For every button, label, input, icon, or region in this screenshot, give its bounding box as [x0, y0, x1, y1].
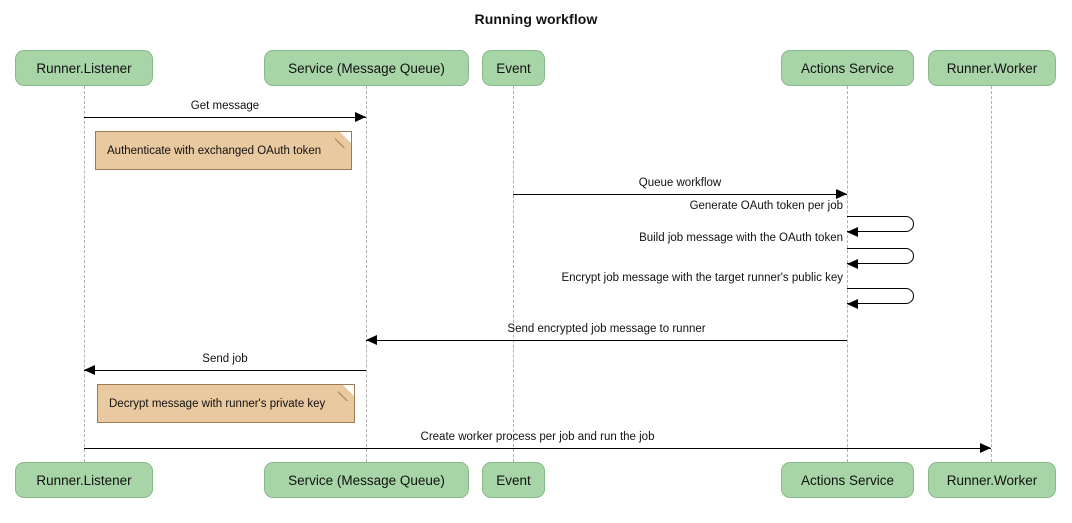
participant-label: Runner.Worker	[946, 60, 1038, 76]
self-message-loop-build-job-message	[847, 248, 914, 264]
arrowhead-send-job	[84, 365, 95, 375]
message-line-send-job	[84, 370, 366, 371]
message-label-get-message: Get message	[190, 100, 260, 112]
message-label-send-encrypted-job-message: Send encrypted job message to runner	[507, 323, 706, 335]
participant-label: Service (Message Queue)	[288, 472, 445, 488]
message-line-get-message	[84, 117, 366, 118]
note-authenticate-note: Authenticate with exchanged OAuth token	[95, 131, 352, 170]
arrowhead-queue-workflow	[836, 189, 847, 199]
self-message-label-generate-oauth-token: Generate OAuth token per job	[689, 200, 843, 212]
self-message-loop-encrypt-job-message	[847, 288, 914, 304]
arrowhead-generate-oauth-token	[847, 227, 858, 237]
page-title: Running workflow	[474, 11, 598, 27]
participant-label: Runner.Listener	[36, 60, 132, 76]
participant-runner-listener-bottom[interactable]: Runner.Listener	[15, 462, 153, 498]
lifeline-service-mq	[366, 86, 367, 462]
participant-label: Actions Service	[800, 60, 895, 76]
message-line-create-worker-process	[84, 448, 991, 449]
participant-label: Service (Message Queue)	[288, 60, 445, 76]
arrowhead-encrypt-job-message	[847, 299, 858, 309]
note-fold-icon	[340, 132, 351, 143]
lifeline-runner-listener	[84, 86, 85, 462]
note-text: Decrypt message with runner's private ke…	[109, 397, 326, 410]
arrowhead-get-message	[355, 112, 366, 122]
arrowhead-send-encrypted-job-message	[366, 335, 377, 345]
participant-runner-worker-top[interactable]: Runner.Worker	[928, 50, 1056, 86]
participant-runner-worker-bottom[interactable]: Runner.Worker	[928, 462, 1056, 498]
participant-label: Runner.Listener	[36, 472, 132, 488]
arrowhead-build-job-message	[847, 259, 858, 269]
message-line-send-encrypted-job-message	[366, 340, 847, 341]
participant-actions-service-top[interactable]: Actions Service	[781, 50, 914, 86]
participant-event-top[interactable]: Event	[482, 50, 545, 86]
lifeline-runner-worker	[991, 86, 992, 462]
participant-label: Event	[496, 472, 531, 488]
note-fold-icon	[343, 385, 354, 396]
participant-service-mq-bottom[interactable]: Service (Message Queue)	[264, 462, 469, 498]
note-decrypt-note: Decrypt message with runner's private ke…	[97, 384, 355, 423]
participant-service-mq-top[interactable]: Service (Message Queue)	[264, 50, 469, 86]
self-message-loop-generate-oauth-token	[847, 216, 914, 232]
note-text: Authenticate with exchanged OAuth token	[107, 144, 322, 157]
participant-event-bottom[interactable]: Event	[482, 462, 545, 498]
message-label-queue-workflow: Queue workflow	[638, 177, 722, 189]
message-label-create-worker-process: Create worker process per job and run th…	[420, 431, 655, 443]
participant-label: Event	[496, 60, 531, 76]
message-label-send-job: Send job	[202, 353, 248, 365]
participant-label: Actions Service	[800, 472, 895, 488]
lifeline-actions-service	[847, 86, 848, 462]
self-message-label-encrypt-job-message: Encrypt job message with the target runn…	[561, 272, 843, 284]
self-message-label-build-job-message: Build job message with the OAuth token	[639, 232, 843, 244]
participant-actions-service-bottom[interactable]: Actions Service	[781, 462, 914, 498]
participant-label: Runner.Worker	[946, 472, 1038, 488]
arrowhead-create-worker-process	[980, 443, 991, 453]
lifeline-event	[513, 86, 514, 462]
message-line-queue-workflow	[513, 194, 847, 195]
participant-runner-listener-top[interactable]: Runner.Listener	[15, 50, 153, 86]
